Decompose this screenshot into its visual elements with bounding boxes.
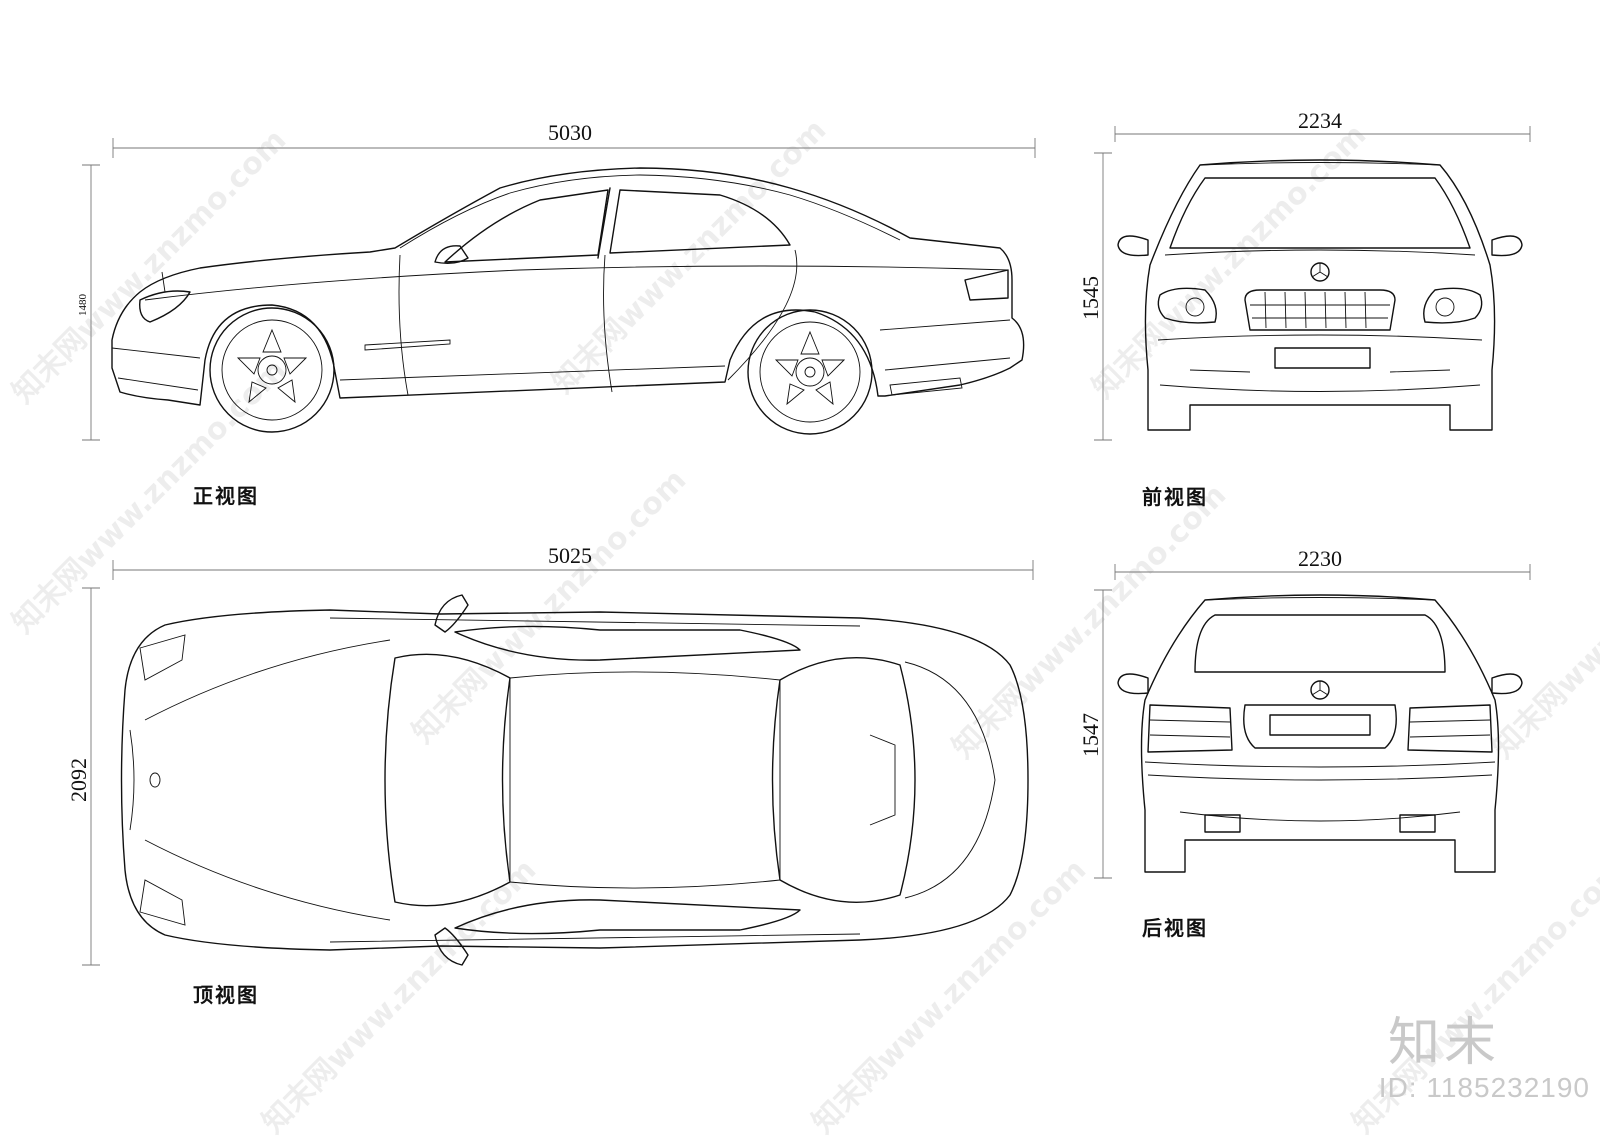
top-body-outline (120, 609, 1029, 951)
front-grille-bars (1250, 291, 1390, 329)
rear-roof-line (1204, 597, 1436, 601)
side-antenna (161, 271, 166, 293)
front-mirror-left (1117, 235, 1149, 257)
side-rear-door (603, 254, 613, 393)
top-trunk-lines (869, 661, 996, 899)
front-view-width-text: 2234 (1298, 108, 1342, 133)
side-view-height-text: 1480 (77, 294, 89, 317)
rear-license-plate (1269, 714, 1371, 736)
top-side-window-upper (454, 625, 801, 661)
rear-taillight-left (1147, 704, 1233, 753)
side-view-length-text: 5030 (548, 120, 592, 145)
front-roof-line (1199, 162, 1441, 166)
side-front-window (444, 189, 609, 263)
top-view-width-dimension: 2092 (66, 587, 100, 966)
image-id: ID: 1185232190 (1378, 1072, 1590, 1103)
front-hood-line (1164, 249, 1476, 256)
top-side-window-lower (454, 899, 801, 935)
rear-exhaust-left (1204, 814, 1241, 833)
front-view: 2234 1545 (1078, 108, 1531, 441)
front-headlight-right (1423, 287, 1483, 324)
front-view-width-dimension: 2234 (1114, 108, 1531, 142)
side-front-door (398, 254, 409, 396)
front-windshield (1169, 177, 1471, 249)
top-mirror-right (434, 927, 469, 966)
rear-taillight-segments (1149, 719, 1491, 738)
front-logo-icon (1310, 262, 1330, 282)
rear-bumper-lines (1144, 761, 1496, 822)
rear-window (1194, 614, 1446, 673)
top-rear-window (771, 657, 916, 903)
rear-body-outline (1140, 594, 1500, 873)
rear-view-width-dimension: 2230 (1114, 546, 1531, 580)
side-character-line (144, 265, 1009, 301)
rear-taillight-right (1407, 704, 1493, 753)
side-rear-window (609, 189, 791, 254)
top-hood-lines (129, 639, 391, 921)
rear-view-height-dimension: 1547 (1078, 589, 1112, 879)
brand-logo: 知末 (1387, 1013, 1500, 1073)
rear-mirror-right (1491, 673, 1523, 695)
front-headlight-right-lamp (1435, 297, 1455, 317)
top-logo-icon (149, 772, 161, 788)
side-roof-line (399, 174, 901, 249)
top-view-width-text: 2092 (66, 758, 91, 802)
rear-mirror-left (1117, 673, 1149, 695)
front-license-plate (1274, 347, 1371, 369)
side-view-height-dimension: 1480 (77, 164, 100, 441)
side-taillight (964, 269, 1009, 301)
top-roof-panel (509, 671, 781, 889)
rear-view-label: 后视图 (1142, 916, 1208, 940)
side-front-wheel (209, 307, 335, 433)
top-mirror-left (434, 594, 469, 633)
side-view: 5030 1480 (77, 120, 1036, 441)
side-view-label: 正视图 (193, 484, 259, 508)
side-front-bumper (111, 347, 201, 391)
top-view: 5025 2092 (66, 543, 1034, 966)
front-headlight-left (1157, 287, 1217, 324)
rear-view-width-text: 2230 (1298, 546, 1342, 571)
side-rear-bumper (879, 319, 1011, 371)
front-headlight-left-lamp (1185, 297, 1205, 317)
top-view-length-text: 5025 (548, 543, 592, 568)
side-b-pillar (597, 187, 611, 259)
rear-view-height-text: 1547 (1078, 713, 1103, 757)
top-headlight-left (139, 634, 186, 681)
rear-logo-icon (1310, 680, 1330, 700)
front-view-height-text: 1545 (1078, 276, 1103, 320)
side-sill-line (339, 365, 726, 381)
front-view-label: 前视图 (1142, 485, 1208, 509)
front-grille (1244, 289, 1396, 331)
front-bumper-lines (1157, 334, 1483, 392)
side-rear-door-end (727, 249, 798, 381)
top-view-label: 顶视图 (193, 983, 259, 1007)
side-mirror (434, 245, 469, 265)
top-windshield (384, 653, 511, 907)
rear-exhaust-right (1399, 814, 1436, 833)
side-door-trim (364, 339, 451, 351)
top-view-length-dimension: 5025 (112, 543, 1034, 580)
side-rear-wheel (747, 309, 873, 435)
top-headlight-right (139, 879, 186, 926)
side-exhaust (889, 377, 963, 396)
rear-view: 2230 1547 (1078, 546, 1531, 879)
top-side-molding (329, 617, 861, 943)
front-body-outline (1144, 159, 1496, 431)
side-view-length-dimension: 5030 (112, 120, 1036, 158)
front-view-height-dimension: 1545 (1078, 152, 1112, 441)
front-mirror-right (1491, 235, 1523, 257)
rear-trunk-panel (1243, 704, 1397, 749)
